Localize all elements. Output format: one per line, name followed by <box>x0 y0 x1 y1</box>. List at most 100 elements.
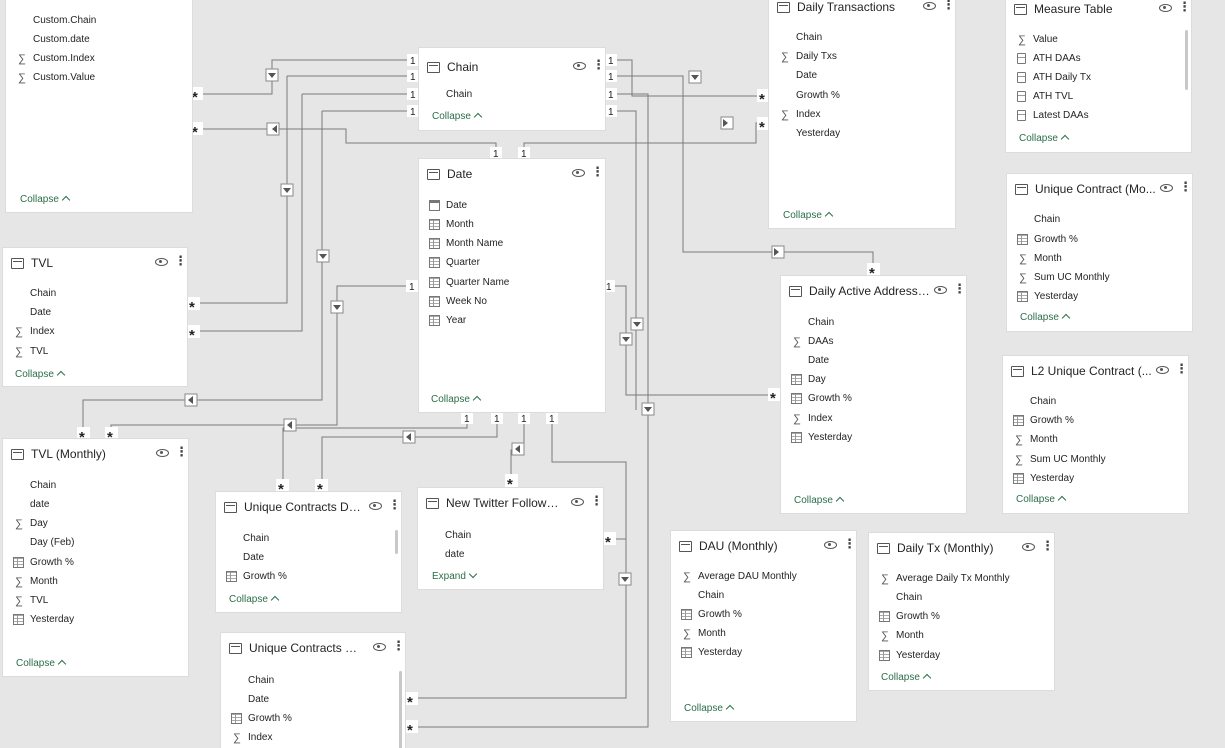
card-title: Date <box>447 167 473 181</box>
svg-text:*: * <box>278 481 284 498</box>
card-header[interactable]: Unique Contracts De...⋮ <box>221 635 405 663</box>
collapse-button[interactable]: Collapse <box>1019 133 1070 149</box>
table-card-tvl[interactable]: TVL⋮ Chain Date ∑Index ∑TVL Collapse <box>3 248 187 386</box>
table-card-custom[interactable]: Custom.Chain Custom.date ∑Custom.Index ∑… <box>6 0 192 212</box>
collapse-button[interactable]: Collapse <box>16 658 67 674</box>
eye-icon[interactable] <box>369 502 382 510</box>
collapse-button[interactable]: Collapse <box>15 369 66 385</box>
card-header[interactable]: TVL⋮ <box>3 250 187 278</box>
eye-icon[interactable] <box>571 498 584 506</box>
card-title: L2 Unique Contract (... <box>1031 364 1152 378</box>
more-options-icon[interactable]: ⋮ <box>1175 361 1188 376</box>
more-options-icon[interactable]: ⋮ <box>591 164 604 179</box>
scrollbar[interactable] <box>399 671 402 748</box>
more-options-icon[interactable]: ⋮ <box>1178 0 1191 14</box>
card-header[interactable]: New Twitter Follower...⋮ <box>418 490 603 518</box>
table-card-daily-tx-monthly[interactable]: Daily Tx (Monthly)⋮ ∑Average Daily Tx Mo… <box>869 533 1054 690</box>
svg-text:1: 1 <box>608 90 614 101</box>
collapse-button[interactable]: Collapse <box>431 394 482 410</box>
scrollbar[interactable] <box>1185 30 1188 90</box>
more-options-icon[interactable]: ⋮ <box>392 638 405 653</box>
eye-icon[interactable] <box>1160 184 1173 192</box>
table-card-dau-monthly[interactable]: DAU (Monthly)⋮ ∑Average DAU Monthly Chai… <box>671 531 856 721</box>
table-card-tvl-monthly[interactable]: TVL (Monthly)⋮ Chain date ∑Day Day (Feb)… <box>3 439 188 676</box>
card-header[interactable]: Date ⋮ <box>419 161 605 189</box>
more-options-icon[interactable]: ⋮ <box>843 536 856 551</box>
relationship-line <box>198 59 410 95</box>
card-header[interactable]: Daily Tx (Monthly)⋮ <box>869 535 1054 563</box>
more-options-icon[interactable]: ⋮ <box>953 281 966 296</box>
table-icon <box>11 449 24 460</box>
card-header[interactable]: Measure Table⋮ <box>1006 0 1191 24</box>
collapse-button[interactable]: Collapse <box>794 495 845 511</box>
card-header[interactable]: Unique Contract (Mo... ⋮ <box>1007 176 1192 204</box>
eye-icon[interactable] <box>373 643 386 651</box>
eye-icon[interactable] <box>923 2 936 10</box>
collapse-button[interactable]: Collapse <box>881 672 932 688</box>
eye-icon[interactable] <box>573 62 586 70</box>
eye-icon[interactable] <box>156 449 169 457</box>
scrollbar[interactable] <box>395 530 398 554</box>
table-card-l2-unique-contract[interactable]: L2 Unique Contract (...⋮ Chain Growth % … <box>1003 356 1188 513</box>
table-card-chain[interactable]: Chain⋮ Chain Collapse <box>419 48 605 130</box>
card-header[interactable]: Daily Transactions⋮ <box>769 0 955 22</box>
table-card-unique-contracts-1[interactable]: Unique Contracts De...⋮ Chain Date Growt… <box>216 492 401 612</box>
card-header[interactable]: L2 Unique Contract (... ⋮ <box>1003 358 1188 386</box>
sigma-icon: ∑ <box>233 732 241 744</box>
collapse-button[interactable]: Collapse <box>684 703 735 719</box>
card-header[interactable]: TVL (Monthly)⋮ <box>3 441 188 469</box>
eye-icon[interactable] <box>1159 4 1172 12</box>
sigma-icon: ∑ <box>683 628 691 640</box>
relationship-line <box>416 423 627 699</box>
eye-icon[interactable] <box>934 286 947 294</box>
table-card-unique-contracts-2[interactable]: Unique Contracts De...⋮ Chain Date Growt… <box>221 633 405 748</box>
more-options-icon[interactable]: ⋮ <box>592 57 605 72</box>
collapse-button[interactable]: Collapse <box>1016 494 1067 510</box>
table-card-daily-transactions[interactable]: Daily Transactions⋮ Chain ∑Daily Txs Dat… <box>769 0 955 228</box>
card-title: DAU (Monthly) <box>699 539 778 553</box>
card-header[interactable]: Chain⋮ <box>419 54 605 82</box>
relationship-line <box>196 75 410 304</box>
table-icon <box>877 543 890 554</box>
more-options-icon[interactable]: ⋮ <box>1041 538 1054 553</box>
eye-icon[interactable] <box>155 258 168 266</box>
expand-button[interactable]: Expand <box>432 569 478 587</box>
sigma-icon: ∑ <box>1015 434 1023 446</box>
table-card-new-twitter-followers[interactable]: New Twitter Follower...⋮ Chain date Expa… <box>418 488 603 589</box>
eye-icon[interactable] <box>824 541 837 549</box>
eye-icon[interactable] <box>572 169 585 177</box>
svg-text:1: 1 <box>493 149 499 160</box>
table-card-date[interactable]: Date⋮ Date Month Month Name Quarter Quar… <box>419 159 605 412</box>
collapse-button[interactable]: Collapse <box>229 594 280 610</box>
more-options-icon[interactable]: ⋮ <box>942 0 955 12</box>
collapse-button[interactable]: Collapse <box>1020 312 1071 328</box>
eye-icon[interactable] <box>1022 543 1035 551</box>
calculated-column-icon <box>429 277 440 288</box>
table-card-measure-table[interactable]: Measure Table⋮ ∑Value ATH DAAs ATH Daily… <box>1006 0 1191 152</box>
more-options-icon[interactable]: ⋮ <box>590 493 603 508</box>
collapse-button[interactable]: Collapse <box>432 111 483 127</box>
chevron-up-icon <box>56 370 66 380</box>
table-card-daily-active-addresses[interactable]: Daily Active Addresses⋮ Chain ∑DAAs Date… <box>781 276 966 513</box>
eye-icon[interactable] <box>1156 366 1169 374</box>
sigma-icon: ∑ <box>781 109 789 121</box>
relationship-line <box>196 93 410 332</box>
card-header[interactable]: Daily Active Addresses⋮ <box>781 278 966 306</box>
table-icon <box>777 2 790 13</box>
svg-text:1: 1 <box>410 107 416 118</box>
table-card-unique-contract-monthly[interactable]: Unique Contract (Mo...⋮ Chain Growth % ∑… <box>1007 174 1192 331</box>
more-options-icon[interactable]: ⋮ <box>1179 179 1192 194</box>
svg-text:*: * <box>770 390 776 407</box>
card-header[interactable]: DAU (Monthly) ⋮ <box>671 533 856 561</box>
calculated-column-icon <box>429 219 440 230</box>
more-options-icon[interactable]: ⋮ <box>175 444 188 459</box>
more-options-icon[interactable]: ⋮ <box>388 497 401 512</box>
collapse-button[interactable]: Collapse <box>783 210 834 226</box>
collapse-button[interactable]: Collapse <box>20 194 71 210</box>
chevron-up-icon <box>472 395 482 405</box>
card-title: Unique Contract (Mo... <box>1035 182 1156 196</box>
chevron-up-icon <box>824 211 834 221</box>
card-header[interactable]: Unique Contracts De...⋮ <box>216 494 401 522</box>
more-options-icon[interactable]: ⋮ <box>174 253 187 268</box>
sigma-icon: ∑ <box>683 571 691 583</box>
